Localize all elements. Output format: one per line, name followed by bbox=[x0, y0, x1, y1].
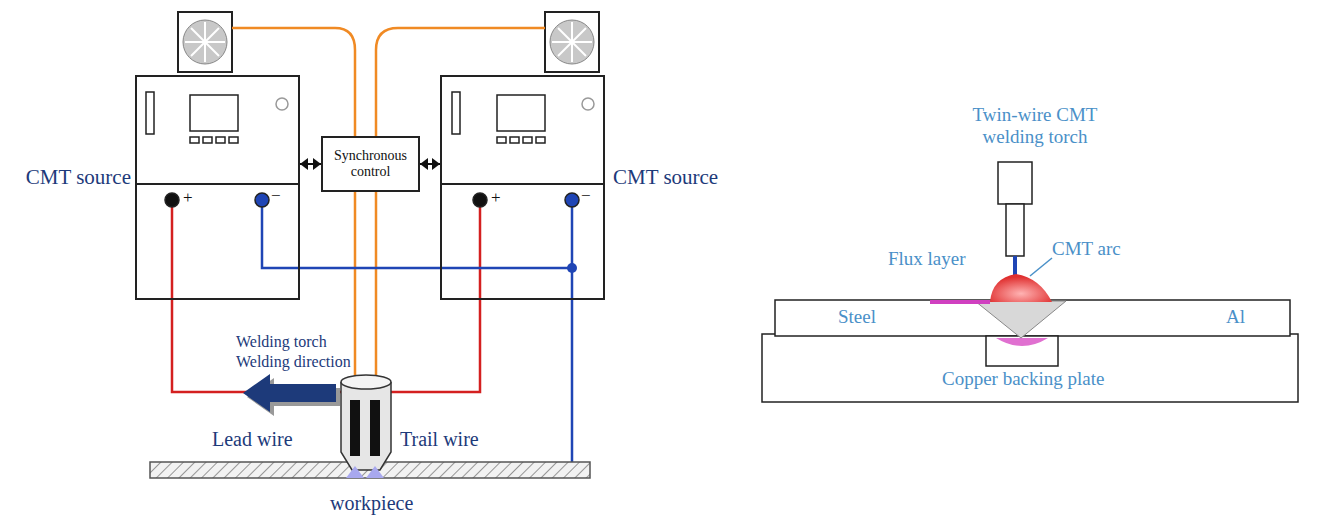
text-label: Twin-wire CMT welding torch bbox=[950, 104, 1120, 148]
root-bead bbox=[996, 338, 1048, 346]
text-label: Trail wire bbox=[400, 428, 479, 451]
text-label: Al bbox=[1226, 306, 1245, 328]
text-label: Welding torch bbox=[236, 333, 327, 351]
weld-zone bbox=[975, 301, 1066, 338]
source-label: CMT source bbox=[26, 165, 131, 189]
text-label: Lead wire bbox=[212, 428, 293, 451]
wire-hose bbox=[232, 28, 545, 392]
sync-link bbox=[300, 158, 321, 170]
welding-torch bbox=[341, 375, 391, 478]
text-label: − bbox=[271, 186, 281, 206]
fan-unit bbox=[545, 12, 599, 72]
terminal bbox=[165, 193, 579, 207]
text-label: − bbox=[581, 186, 591, 206]
text-label: CMT arc bbox=[1052, 238, 1121, 260]
backing-groove bbox=[986, 336, 1058, 366]
direction-arrow bbox=[243, 374, 340, 416]
power-source: CMT source bbox=[440, 75, 605, 300]
cmt-torch bbox=[998, 162, 1032, 276]
copper-backing-plate bbox=[762, 334, 1298, 402]
source-label: CMT source bbox=[613, 165, 718, 189]
fan-unit bbox=[178, 12, 232, 72]
positive-cable bbox=[172, 200, 480, 392]
flux-layer bbox=[930, 300, 990, 304]
text-label: + bbox=[183, 188, 193, 208]
cmt-arc bbox=[990, 274, 1052, 302]
negative-cable bbox=[262, 200, 572, 462]
text-label: Welding direction bbox=[236, 353, 351, 371]
text-label: Flux layer bbox=[888, 248, 966, 270]
box-label: Synchronous control bbox=[326, 148, 415, 180]
text-label: Steel bbox=[838, 306, 876, 328]
text-label: + bbox=[491, 188, 501, 208]
leader-line bbox=[1030, 258, 1052, 276]
junction-dot bbox=[567, 263, 577, 273]
text-label: Copper backing plate bbox=[940, 368, 1107, 390]
control-box: Synchronous control bbox=[321, 136, 420, 192]
text-label: workpiece bbox=[330, 492, 413, 515]
sync-link bbox=[420, 158, 440, 170]
